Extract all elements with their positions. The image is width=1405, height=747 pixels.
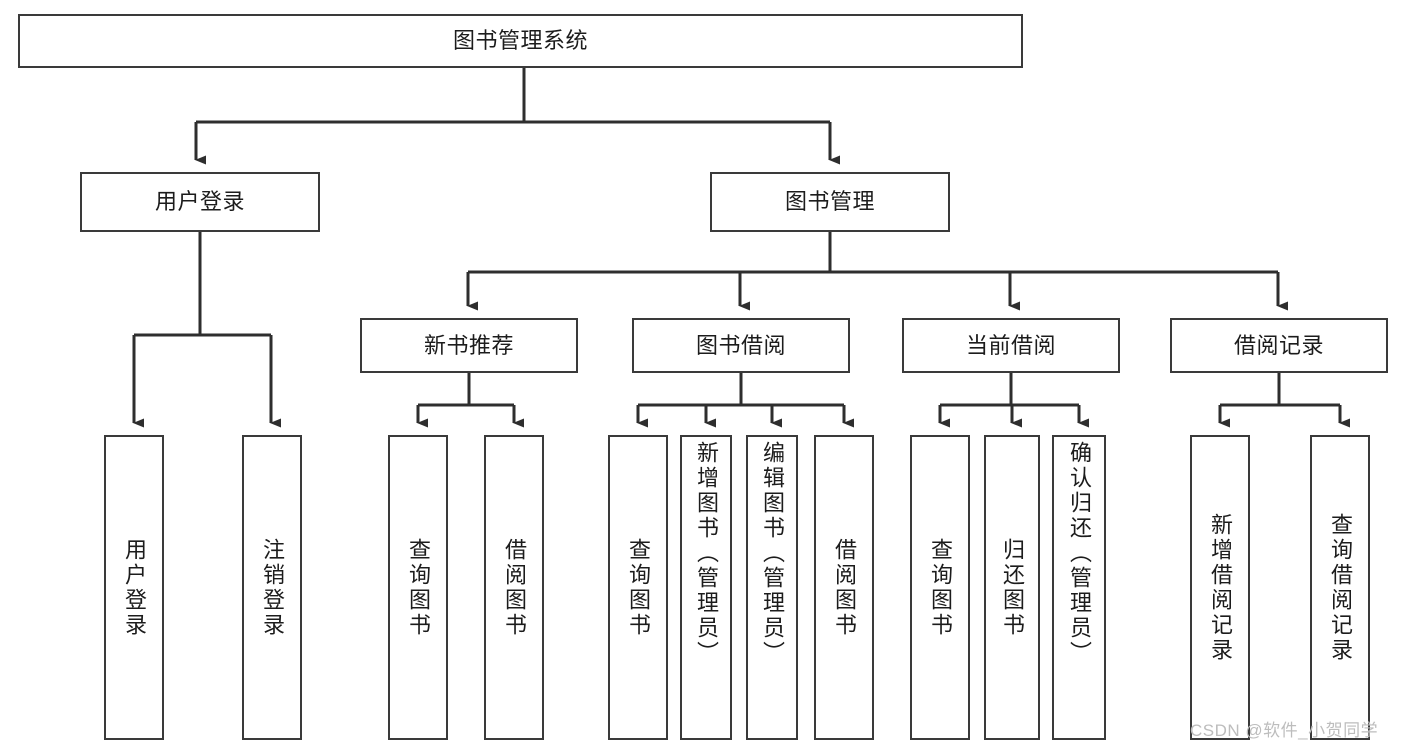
node-leaf-borrow-book-2[interactable]: 借阅图书 bbox=[814, 435, 874, 740]
node-root-label: 图书管理系统 bbox=[452, 28, 588, 54]
node-book-management[interactable]: 图书管理 bbox=[710, 172, 950, 232]
node-leaf-query-borrow-record-label: 查询借阅记录 bbox=[1328, 512, 1353, 663]
node-leaf-user-login[interactable]: 用户登录 bbox=[104, 435, 164, 740]
node-user-login-label: 用户登录 bbox=[154, 189, 245, 215]
node-leaf-logout-login-label: 注销登录 bbox=[260, 537, 285, 638]
node-leaf-add-book-admin-label: 新增图书（管理员） bbox=[694, 441, 719, 666]
node-leaf-query-book-1-label: 查询图书 bbox=[406, 537, 431, 638]
node-leaf-confirm-return-admin[interactable]: 确认归还（管理员） bbox=[1052, 435, 1106, 740]
node-leaf-query-book-3[interactable]: 查询图书 bbox=[910, 435, 970, 740]
node-current-borrow-label: 当前借阅 bbox=[965, 332, 1056, 358]
node-leaf-borrow-book-1[interactable]: 借阅图书 bbox=[484, 435, 544, 740]
node-leaf-borrow-book-1-label: 借阅图书 bbox=[502, 537, 527, 638]
node-leaf-add-book-admin[interactable]: 新增图书（管理员） bbox=[680, 435, 732, 740]
node-leaf-user-login-label: 用户登录 bbox=[122, 537, 147, 638]
node-current-borrow[interactable]: 当前借阅 bbox=[902, 318, 1120, 373]
node-borrow-record-label: 借阅记录 bbox=[1233, 332, 1324, 358]
node-borrow-record[interactable]: 借阅记录 bbox=[1170, 318, 1388, 373]
node-leaf-query-book-2-label: 查询图书 bbox=[626, 537, 651, 638]
csdn-watermark: CSDN @软件_小贺同学 bbox=[1190, 721, 1379, 740]
node-leaf-add-borrow-record[interactable]: 新增借阅记录 bbox=[1190, 435, 1250, 740]
node-leaf-edit-book-admin[interactable]: 编辑图书（管理员） bbox=[746, 435, 798, 740]
node-leaf-confirm-return-admin-label: 确认归还（管理员） bbox=[1067, 441, 1092, 666]
node-leaf-query-book-3-label: 查询图书 bbox=[928, 537, 953, 638]
node-leaf-borrow-book-2-label: 借阅图书 bbox=[832, 537, 857, 638]
node-new-book-recommend-label: 新书推荐 bbox=[423, 332, 514, 358]
node-leaf-query-borrow-record[interactable]: 查询借阅记录 bbox=[1310, 435, 1370, 740]
node-book-borrow[interactable]: 图书借阅 bbox=[632, 318, 850, 373]
node-leaf-add-borrow-record-label: 新增借阅记录 bbox=[1208, 512, 1233, 663]
node-new-book-recommend[interactable]: 新书推荐 bbox=[360, 318, 578, 373]
node-leaf-return-book-label: 归还图书 bbox=[1000, 537, 1025, 638]
node-leaf-logout-login[interactable]: 注销登录 bbox=[242, 435, 302, 740]
node-leaf-return-book[interactable]: 归还图书 bbox=[984, 435, 1040, 740]
node-leaf-edit-book-admin-label: 编辑图书（管理员） bbox=[760, 441, 785, 666]
node-root[interactable]: 图书管理系统 bbox=[18, 14, 1023, 68]
node-leaf-query-book-1[interactable]: 查询图书 bbox=[388, 435, 448, 740]
node-book-borrow-label: 图书借阅 bbox=[695, 332, 786, 358]
node-user-login[interactable]: 用户登录 bbox=[80, 172, 320, 232]
node-leaf-query-book-2[interactable]: 查询图书 bbox=[608, 435, 668, 740]
node-book-management-label: 图书管理 bbox=[784, 189, 875, 215]
